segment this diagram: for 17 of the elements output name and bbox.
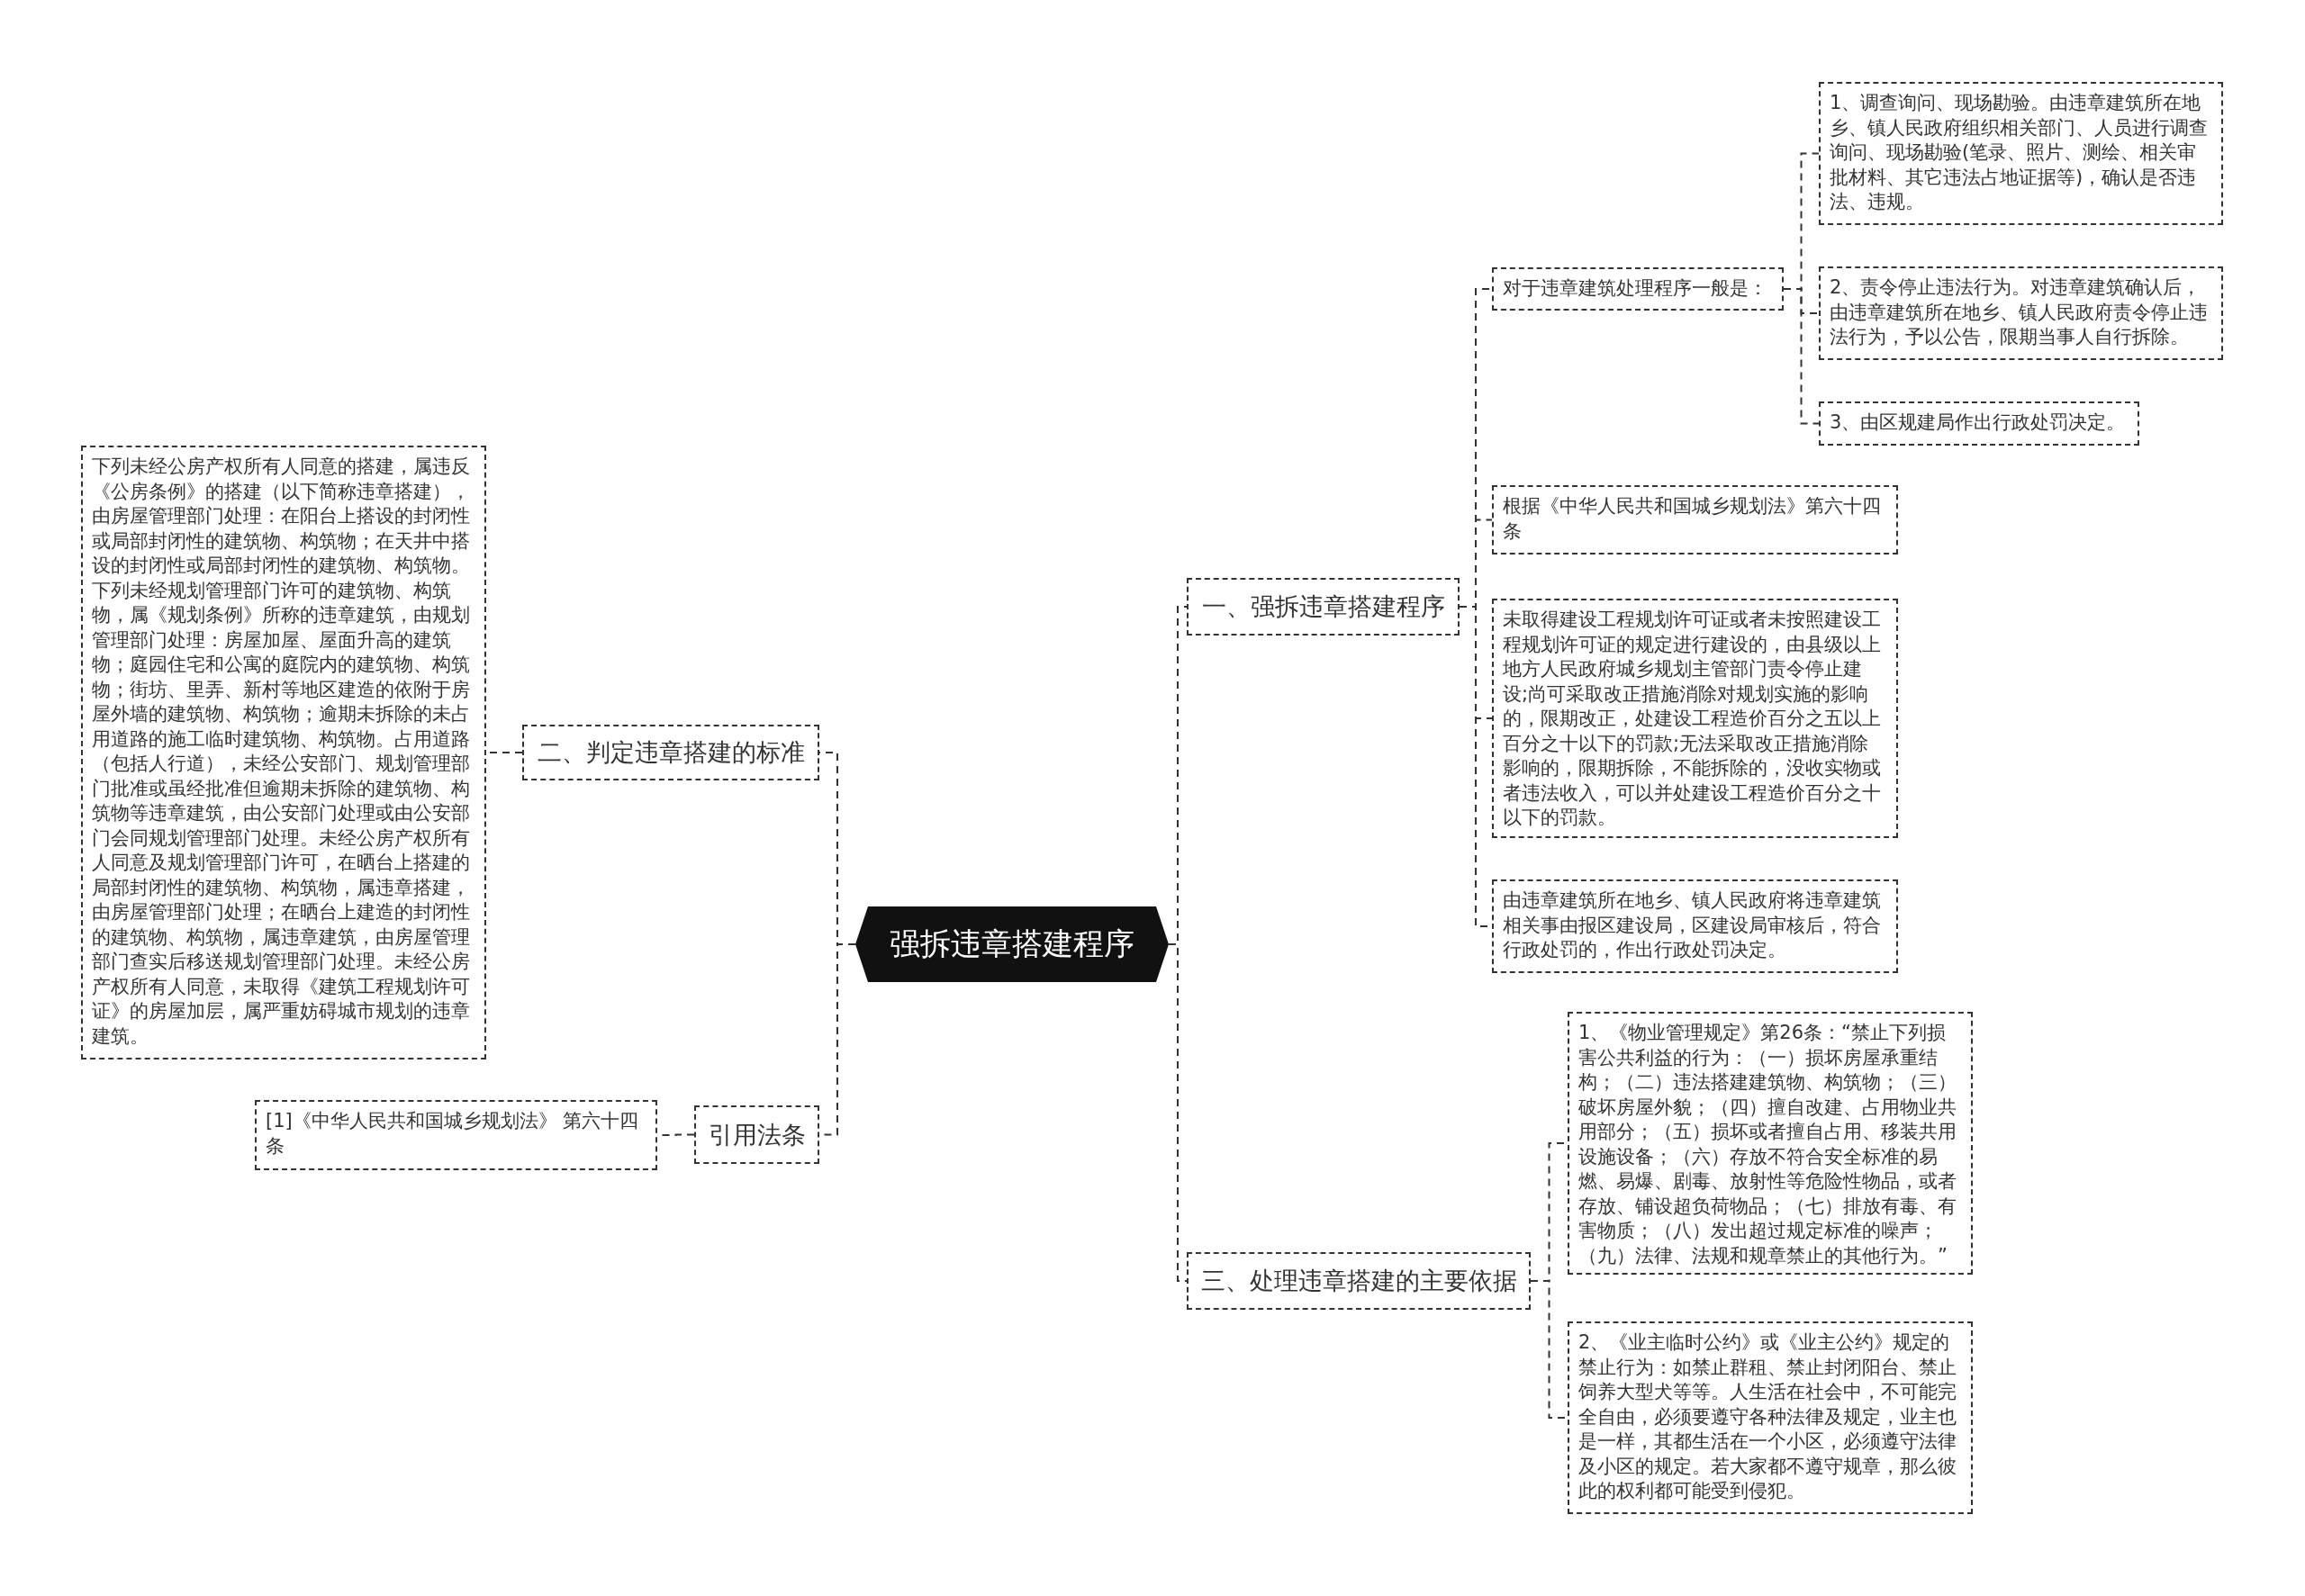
text-box: 由违章建筑所在地乡、镇人民政府将违章建筑相关事由报区建设局，区建设局审核后，符合行政处罚的，作出行政处罚决定。 xyxy=(1492,879,1898,973)
text-box: 下列未经公房产权所有人同意的搭建，属违反《公房条例》的搭建（以下简称违章搭建），由房屋管理部门处理：在阳台上搭设的封闭性或局部封闭性的建筑物、构筑物；在天井中搭设的封闭性或局部封闭性的建筑物、构筑物。下列未经规划管理部门许可的建筑物、构筑物，属《规划条例》所称的违章建筑，由规划管理部门处理：房屋加屋、屋面升高的建筑物；庭园住宅和公寓的庭院内的建筑物、构筑物；街坊、里弄、新村等地区建造的依附于房屋外墙的建筑物、构筑物；逾期未拆除的未占用道路的施工临时建筑物、构筑物。占用道路（包括人行道），未经公安部门、规划管理部门批准或虽经批准但逾期未拆除的建筑物、构筑物等违章建筑，由公安部门处理或由公安部门会同规划管理部门处理。未经公房产权所有人同意及规划管理部门许可，在晒台上搭建的局部封闭性的建筑物、构筑物，属违章搭建，由房屋管理部门处理；在晒台上建造的封闭性的建筑物、构筑物，属违章建筑，由房屋管理部门查实后移送规划管理部门处理。未经公房产权所有人同意，未取得《建筑工程规划许可证》的房屋加层，属严重妨碍城市规划的违章建筑。 xyxy=(81,446,486,1059)
text-box: 根据《中华人民共和国城乡规划法》第六十四条 xyxy=(1492,485,1898,555)
branch-topic-box: 引用法条 xyxy=(694,1105,819,1164)
text-box: 2、责令停止违法行为。对违章建筑确认后，由违章建筑所在地乡、镇人民政府责令停止违法行为，予以公告，限期当事人自行拆除。 xyxy=(1819,266,2223,360)
connector-line xyxy=(1783,288,1820,425)
branch-topic-box: 二、判定违章搭建的标准 xyxy=(522,725,819,780)
text-box: 2、《业主临时公约》或《业主公约》规定的禁止行为：如禁止群租、禁止封闭阳台、禁止饲养大型犬等等。人生活在社会中，不可能完全自由，必须要遵守各种法律及规定，业主也是一样，其都生活在一个小区，必须遵守法律及小区的规定。若大家都不遵守规章，那么彼此的权利都可能受到侵犯。 xyxy=(1568,1321,1973,1514)
text-box: 3、由区规建局作出行政处罚决定。 xyxy=(1819,401,2139,446)
branch-topic-box: 三、处理违章搭建的主要依据 xyxy=(1187,1252,1531,1310)
branch-topic-box: 一、强拆违章搭建程序 xyxy=(1187,578,1460,636)
text-box: 1、《物业管理规定》第26条：“禁止下列损害公共利益的行为：（一）损坏房屋承重结构；（二）违法搭建建筑物、构筑物；（三）破坏房屋外貌；（四）擅自改建、占用物业共用部分；（五）损坏或者擅自占用、移装共用设施设备；（六）存放不符合安全标准的易燃、易爆、剧毒、放射性等危险性物品，或者存放、铺设超负荷物品；（七）排放有毒、有害物质；（八）发出超过规定标准的噪声；（九）法律、法规和规章禁止的其他行为。” xyxy=(1568,1012,1973,1275)
text-box: 对于违章建筑处理程序一般是： xyxy=(1492,267,1784,311)
text-box: [1]《中华人民共和国城乡规划法》 第六十四条 xyxy=(255,1100,657,1170)
text-box: 1、调查询问、现场勘验。由违章建筑所在地乡、镇人民政府组织相关部门、人员进行调查询问、现场勘验(笔录、照片、测绘、相关审批材料、其它违法占地证据等)，确认是否违法、违规。 xyxy=(1819,82,2223,225)
root-topic: 强拆违章搭建程序 xyxy=(855,906,1169,982)
text-box: 未取得建设工程规划许可证或者未按照建设工程规划许可证的规定进行建设的，由县级以上地方人民政府城乡规划主管部门责令停止建设;尚可采取改正措施消除对规划实施的影响的，限期改正，处建设工程造价百分之五以上百分之十以下的罚款;无法采取改正措施消除影响的，限期拆除，不能拆除的，没收实物或者违法收入，可以并处建设工程造价百分之十以下的罚款。 xyxy=(1492,599,1898,838)
